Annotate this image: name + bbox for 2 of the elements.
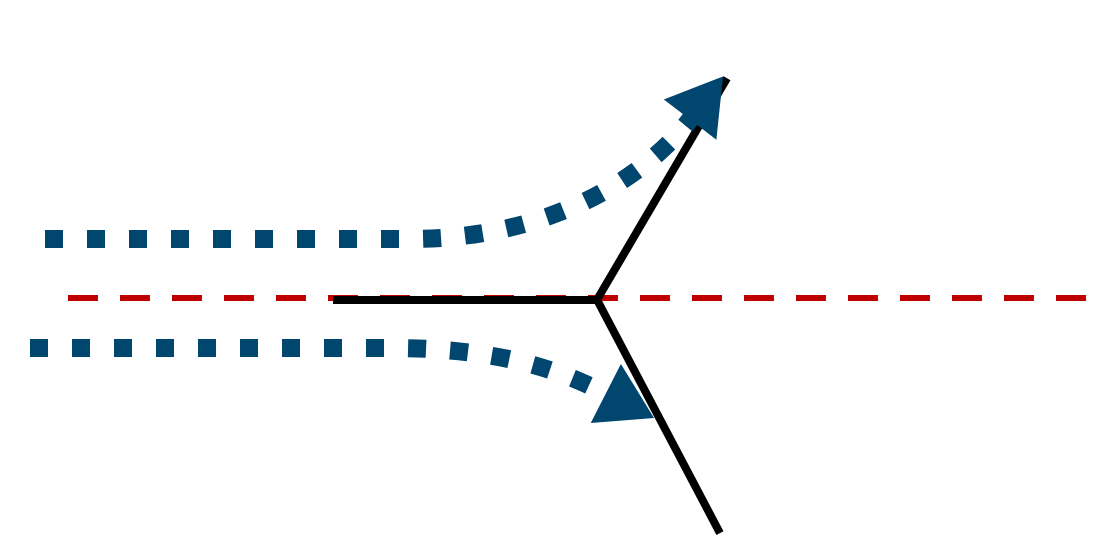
branch-bar — [593, 298, 724, 535]
branch-bar — [333, 296, 597, 304]
